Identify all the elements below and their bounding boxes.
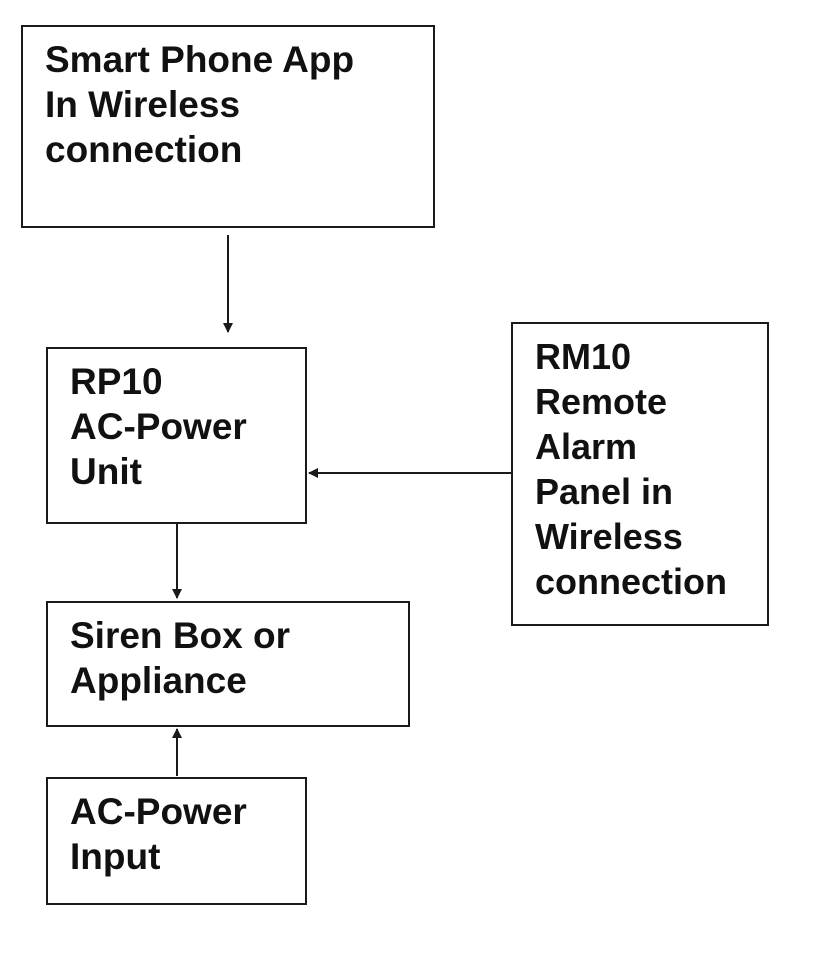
smartphone-app-line-2: In Wireless — [45, 84, 241, 125]
rm10-panel-line-2: Remote — [535, 381, 668, 422]
rm10-panel-line-4: Panel in — [535, 471, 674, 512]
siren-box: Siren Box or Appliance — [46, 601, 410, 727]
smartphone-app-line-3: connection — [45, 129, 243, 170]
rm10-panel-line-6: connection — [535, 561, 728, 602]
rp10-unit-line-3: Unit — [70, 451, 142, 492]
ac-power-input-line-2: Input — [70, 836, 161, 877]
ac-power-input-label: AC-Power Input — [70, 789, 247, 879]
smartphone-app-line-1: Smart Phone App — [45, 39, 355, 80]
rm10-panel-label: RM10 Remote Alarm Panel in Wireless conn… — [535, 334, 727, 604]
rm10-panel-line-3: Alarm — [535, 426, 638, 467]
siren-box-label: Siren Box or Appliance — [70, 613, 290, 703]
rm10-panel-line-5: Wireless — [535, 516, 683, 557]
ac-power-input-box: AC-Power Input — [46, 777, 307, 905]
rp10-unit-label: RP10 AC-Power Unit — [70, 359, 247, 494]
smartphone-app-label: Smart Phone App In Wireless connection — [45, 37, 354, 172]
siren-box-line-2: Appliance — [70, 660, 247, 701]
rp10-unit-line-1: RP10 — [70, 361, 163, 402]
siren-box-line-1: Siren Box or — [70, 615, 290, 656]
rm10-panel-line-1: RM10 — [535, 336, 632, 377]
rm10-panel-box: RM10 Remote Alarm Panel in Wireless conn… — [511, 322, 769, 626]
ac-power-input-line-1: AC-Power — [70, 791, 247, 832]
rp10-unit-line-2: AC-Power — [70, 406, 247, 447]
smartphone-app-box: Smart Phone App In Wireless connection — [21, 25, 435, 228]
rp10-unit-box: RP10 AC-Power Unit — [46, 347, 307, 524]
